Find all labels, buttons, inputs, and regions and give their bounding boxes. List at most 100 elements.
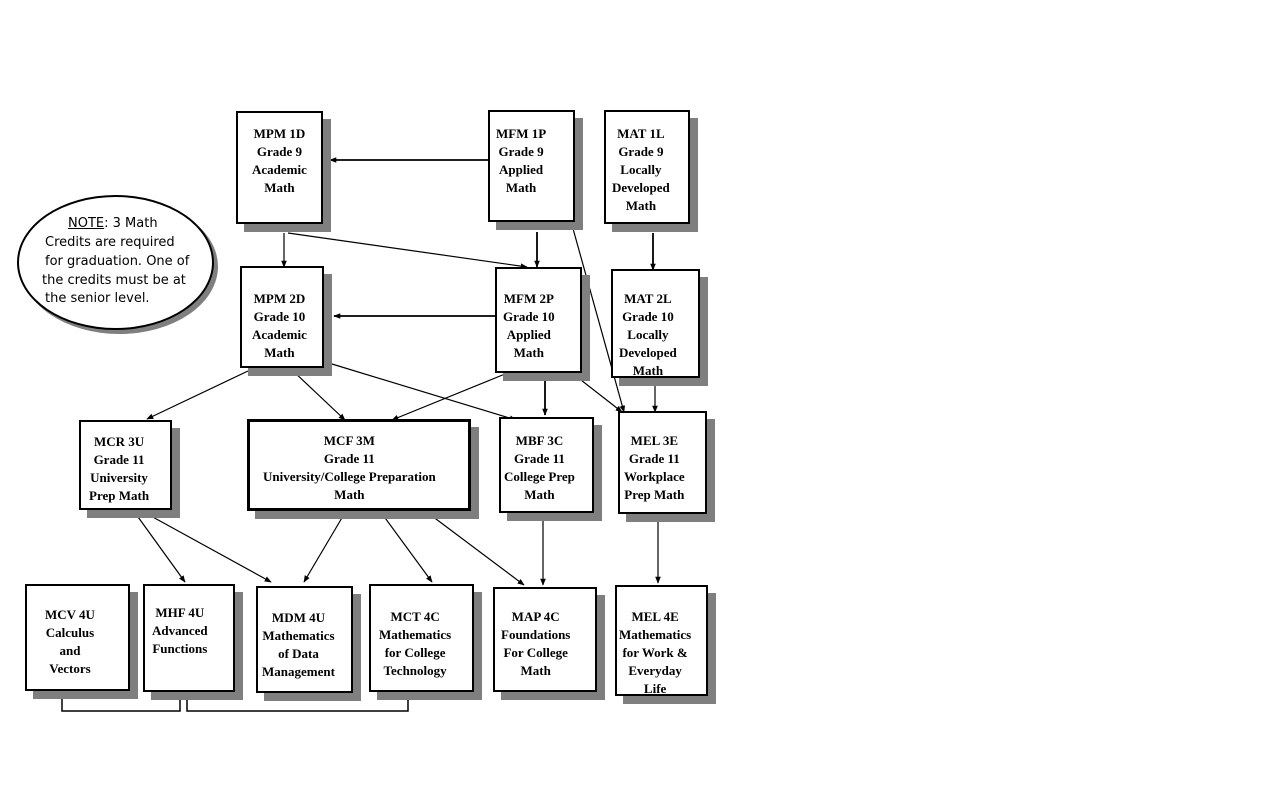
note-line-1: : 3 Math [104, 216, 158, 231]
course-map4c[interactable]: MAP 4C Foundations For College Math [493, 587, 597, 692]
note-line-3: for graduation. One of [45, 254, 190, 269]
course-mcr3u[interactable]: MCR 3U Grade 11 University Prep Math [79, 420, 172, 510]
course-mdm4u[interactable]: MDM 4U Mathematics of Data Management [256, 586, 353, 693]
arrow-mpm2d-to-mcf3m [291, 369, 346, 421]
course-line: Math [520, 663, 551, 678]
course-mct4c[interactable]: MCT 4C Mathematics for College Technolog… [369, 584, 474, 692]
connector-mhf4u-to-mcv4u [61, 692, 181, 712]
course-line: Mathematics [379, 627, 452, 642]
course-line: Grade 11 [93, 452, 145, 467]
course-line: Functions [152, 641, 208, 656]
course-line: Math [513, 345, 544, 360]
course-line: Prep Math [624, 487, 685, 502]
course-code: MCV 4U [45, 607, 95, 622]
note-label: NOTE [68, 216, 105, 231]
course-line: Grade 10 [622, 309, 674, 324]
course-line: for College [384, 645, 446, 660]
course-code: MAT 2L [624, 291, 672, 306]
arrow-mfm2p-to-mel3e [571, 372, 623, 413]
course-mat1l[interactable]: MAT 1L Grade 9 Locally Developed Math [604, 110, 690, 224]
course-mat2l[interactable]: MAT 2L Grade 10 Locally Developed Math [611, 269, 700, 378]
course-line: Advanced [152, 623, 208, 638]
arrow-mcr3u-to-mhf4u [132, 509, 186, 583]
connector-mct4c-to-mhf4u [186, 692, 409, 712]
course-line: Mathematics [262, 628, 335, 643]
course-line: Prep Math [89, 488, 150, 503]
course-line: Locally [627, 327, 669, 342]
course-line: Developed [612, 180, 670, 195]
course-code: MHF 4U [155, 605, 205, 620]
course-line: Mathematics [619, 627, 692, 642]
course-code: MAP 4C [511, 609, 560, 624]
course-line: and [59, 643, 81, 658]
course-line: Math [334, 487, 365, 502]
note-line-2: Credits are required [45, 235, 175, 250]
course-line: Math [264, 180, 295, 195]
course-line: Math [505, 180, 537, 195]
course-code: MBF 3C [515, 433, 564, 448]
arrow-mcf3m-to-map4c [423, 509, 525, 586]
course-line: For College [503, 645, 568, 660]
graduation-note: NOTE: 3 Math Credits are required for gr… [17, 195, 214, 330]
course-mel3e[interactable]: MEL 3E Grade 11 Workplace Prep Math [618, 411, 707, 514]
arrow-mpm2d-to-mbf3c [331, 363, 517, 421]
course-line: Grade 11 [513, 451, 565, 466]
course-line: Applied [499, 162, 544, 177]
course-code: MPM 2D [253, 291, 306, 306]
note-line-5: the senior level. [45, 291, 150, 306]
course-mcv4u[interactable]: MCV 4U Calculus and Vectors [25, 584, 130, 691]
arrow-mpm1d-to-mfm2p [287, 232, 528, 269]
arrow-mcf3m-to-mdm4u [303, 510, 347, 583]
course-mcf3m[interactable]: MCF 3M Grade 11 University/College Prepa… [247, 419, 471, 511]
course-line: Grade 9 [256, 144, 302, 159]
course-line: University/College Preparation [263, 469, 436, 484]
course-line: Math [264, 345, 295, 360]
course-line: Technology [383, 663, 447, 678]
arrow-mfm1p-to-mel3e [571, 224, 626, 413]
course-mel4e[interactable]: MEL 4E Mathematics for Work & Everyday L… [615, 585, 708, 696]
course-mfm1p[interactable]: MFM 1P Grade 9 Applied Math [488, 110, 575, 222]
arrow-mpm2d-to-mcr3u [146, 370, 249, 420]
course-line: Workplace [624, 469, 685, 484]
note-line-4: the credits must be at [42, 273, 186, 288]
course-line: University [90, 470, 148, 485]
course-mfm2p[interactable]: MFM 2P Grade 10 Applied Math [495, 267, 582, 373]
course-line: Grade 9 [498, 144, 544, 159]
course-line: Locally [620, 162, 662, 177]
course-line: Grade 9 [618, 144, 664, 159]
course-mbf3c[interactable]: MBF 3C Grade 11 College Prep Math [499, 417, 594, 513]
course-line: Life [643, 681, 667, 696]
arrow-mcf3m-to-mct4c [379, 510, 433, 583]
course-code: MPM 1D [253, 126, 306, 141]
course-line: Management [262, 664, 335, 679]
course-line: Academic [252, 327, 307, 342]
course-code: MAT 1L [617, 126, 665, 141]
course-line: Grade 11 [323, 451, 375, 466]
course-code: MEL 4E [631, 609, 679, 624]
course-line: Math [625, 198, 657, 213]
course-mpm2d[interactable]: MPM 2D Grade 10 Academic Math [240, 266, 324, 368]
course-line: Foundations [501, 627, 571, 642]
course-code: MCR 3U [93, 434, 145, 449]
course-line: Calculus [45, 625, 95, 640]
course-code: MDM 4U [271, 610, 325, 625]
arrow-mcr3u-to-mdm4u [139, 509, 272, 583]
course-line: Everyday [628, 663, 682, 678]
course-code: MCF 3M [323, 433, 375, 448]
arrow-mfm2p-to-mcf3m [391, 373, 506, 421]
course-code: MFM 2P [503, 291, 554, 306]
course-line: Developed [619, 345, 677, 360]
course-code: MEL 3E [630, 433, 678, 448]
course-code: MCT 4C [390, 609, 440, 624]
course-code: MFM 1P [496, 126, 547, 141]
course-line: Academic [252, 162, 307, 177]
course-line: College Prep [504, 469, 575, 484]
course-line: Grade 11 [628, 451, 680, 466]
course-line: Grade 10 [503, 309, 555, 324]
course-mpm1d[interactable]: MPM 1D Grade 9 Academic Math [236, 111, 323, 224]
course-line: Applied [506, 327, 551, 342]
course-line: for Work & [622, 645, 688, 660]
course-line: of Data [278, 646, 319, 661]
course-mhf4u[interactable]: MHF 4U Advanced Functions [143, 584, 235, 692]
